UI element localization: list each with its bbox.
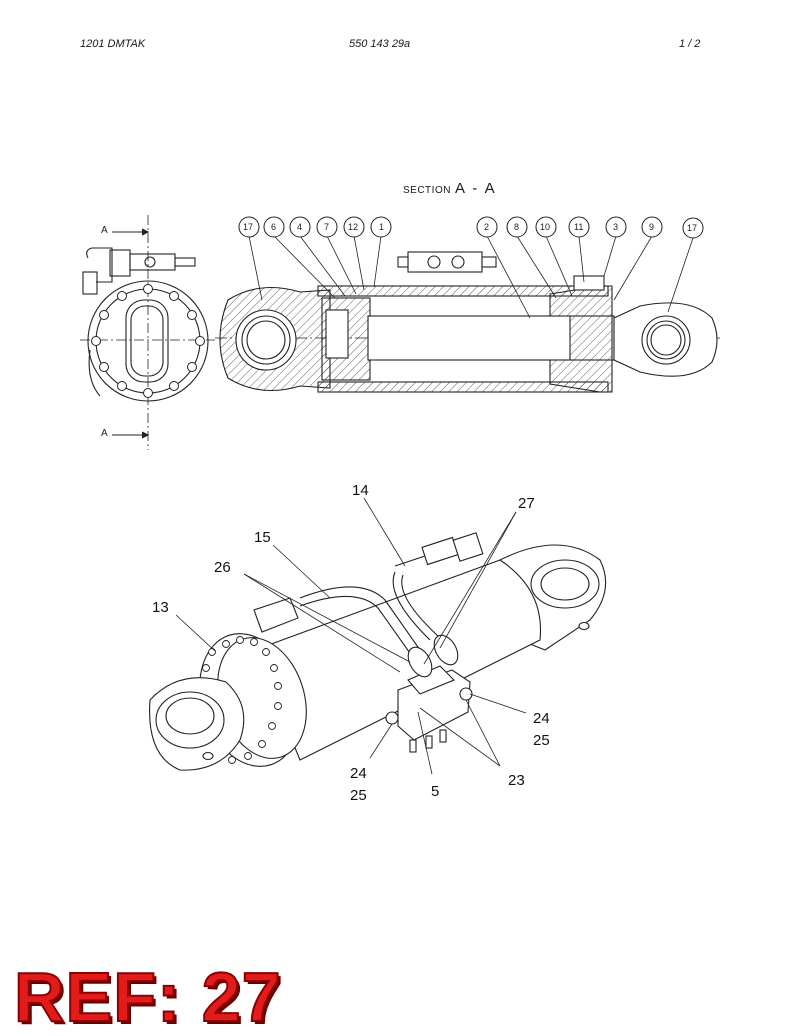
callout-23: 23: [508, 772, 525, 789]
svg-text:2: 2: [484, 222, 489, 232]
callout-24-left: 24: [350, 765, 367, 782]
bubble-8: 8: [506, 216, 528, 238]
bubble-2: 2: [476, 216, 498, 238]
section-prefix: SECTION: [403, 185, 451, 196]
svg-text:1: 1: [379, 222, 384, 232]
callout-5: 5: [431, 783, 439, 800]
bubble-17a: 17: [238, 216, 260, 238]
end-view-bolts: [91, 284, 205, 398]
svg-text:7: 7: [324, 222, 329, 232]
bubble-7: 7: [316, 216, 338, 238]
svg-text:6: 6: [271, 222, 276, 232]
svg-text:12: 12: [348, 222, 358, 232]
svg-text:17: 17: [243, 222, 253, 232]
header-left: 1201 DMTAK: [80, 38, 146, 50]
bubble-9: 9: [641, 216, 663, 238]
bubble-10: 10: [535, 216, 557, 238]
bubble-1: 1: [370, 216, 392, 238]
bubble-11: 11: [568, 216, 590, 238]
section-view: [215, 251, 720, 393]
isometric-flange-bolts: [202, 636, 282, 764]
ref-label: REF: 27: [13, 958, 282, 1036]
svg-text:8: 8: [514, 222, 519, 232]
callout-leaders: [175, 497, 527, 775]
callout-26: 26: [214, 559, 231, 576]
section-label: A - A: [454, 180, 497, 197]
header-center: 550 143 29a: [349, 38, 411, 50]
cut-mark-bottom: A: [101, 428, 108, 439]
header-right: 1 / 2: [679, 38, 701, 50]
svg-text:10: 10: [540, 222, 550, 232]
section-bubbles: [248, 235, 694, 319]
callout-27: 27: [518, 495, 535, 512]
bubble-3: 3: [605, 216, 627, 238]
isometric-view: [149, 532, 607, 771]
svg-text:3: 3: [613, 222, 618, 232]
callout-25-right: 25: [533, 732, 550, 749]
callout-14: 14: [352, 482, 369, 499]
svg-text:9: 9: [649, 222, 654, 232]
bubble-4: 4: [289, 216, 311, 238]
bubble-6: 6: [263, 216, 285, 238]
svg-text:17: 17: [687, 223, 697, 233]
callout-15: 15: [254, 529, 271, 546]
cut-mark-top: A: [101, 225, 108, 236]
callout-13: 13: [152, 599, 169, 616]
end-view: [80, 215, 215, 450]
svg-text:11: 11: [574, 222, 583, 232]
callout-25-left: 25: [350, 787, 367, 804]
bubble-17b: 17: [682, 217, 704, 239]
bubble-12: 12: [343, 216, 365, 238]
callout-24-right: 24: [533, 710, 550, 727]
svg-text:4: 4: [297, 222, 302, 232]
